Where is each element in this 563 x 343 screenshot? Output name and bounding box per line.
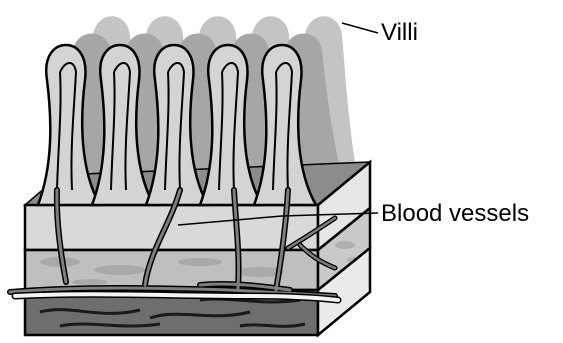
blood-vessels-label: Blood vessels [381,200,529,227]
villi-front-row [38,45,316,205]
villi-leader-line [342,23,378,33]
villi-label: Villi [381,19,418,46]
